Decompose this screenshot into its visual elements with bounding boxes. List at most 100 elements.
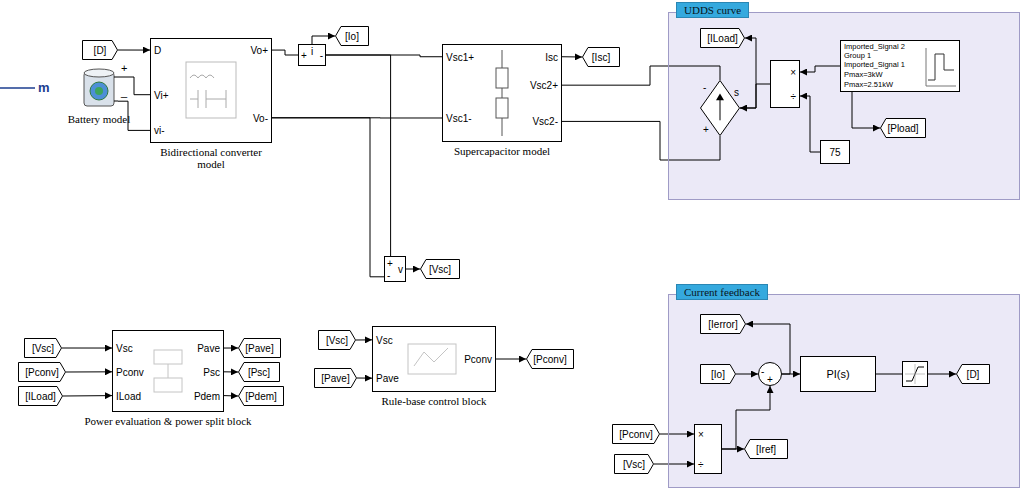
block-outline: [239, 363, 280, 382]
block-outline: [745, 440, 788, 459]
block-outline: [239, 339, 281, 358]
signal-line: [406, 269, 420, 270]
signal-line: [562, 56, 582, 57]
panel-title: Current feedback: [676, 284, 768, 300]
constant-block: 75: [820, 140, 850, 164]
signal-line: [326, 55, 391, 256]
block-outline: [25, 339, 62, 358]
from-tag: [Io]: [700, 364, 736, 384]
signal-line: [63, 395, 112, 396]
block-outline: [336, 27, 369, 46]
tag-text: [Pconv]: [533, 354, 566, 365]
capacitor-symbol: [496, 98, 508, 118]
converter-icon: [190, 75, 226, 108]
subsystem-block: VscPconvILoadPavePscPdemPower evaluation…: [112, 330, 224, 412]
port-label: Vo+: [250, 45, 268, 56]
from-tag: [Pave]: [314, 368, 357, 388]
port-label: i: [311, 46, 313, 57]
signal-line: [66, 371, 112, 372]
block-outline: [841, 41, 960, 92]
tag-text: [Pconv]: [25, 367, 58, 378]
signal-waveform: [928, 54, 954, 80]
port-label: _: [121, 86, 127, 98]
signal-line: [224, 371, 238, 372]
signal-line: [224, 395, 238, 396]
goto-tag: [Isc]: [582, 47, 620, 67]
signal-line: [740, 38, 756, 108]
block-text: PI(s): [826, 368, 849, 380]
block-outline: [669, 295, 1020, 488]
port-label: Vo-: [253, 113, 268, 124]
port-label: s: [734, 87, 739, 98]
block-outline: [421, 260, 460, 279]
block-outline: [239, 387, 284, 406]
tag-text: [ILoad]: [25, 391, 56, 402]
port-label: +: [703, 124, 709, 135]
goto-tag: [Pave]: [238, 338, 281, 358]
port-label: Pdem: [194, 391, 220, 402]
port-label: +: [387, 258, 393, 269]
signal-builder: Imported_Signal 2Group 1Imported_Signal …: [840, 40, 960, 92]
sum-block: -+: [758, 362, 782, 386]
block-outline: [701, 365, 736, 384]
signal-line: [272, 50, 298, 55]
goto-tag: [Pconv]: [526, 349, 574, 369]
source-arrow: [720, 99, 721, 120]
product-block: ×÷: [770, 60, 800, 108]
goto-tag: [Iref]: [744, 439, 788, 459]
port-label: Vsc2+: [530, 80, 558, 91]
tag-text: [Vsc]: [32, 343, 54, 354]
port-label: vi-: [154, 125, 165, 136]
block-outline: [613, 425, 660, 444]
block-outline: [701, 29, 745, 48]
signal-line: [62, 348, 112, 349]
pi-controller: PI(s): [800, 356, 876, 392]
goto-tag: [Psc]: [238, 362, 280, 382]
block-outline: [299, 45, 326, 66]
source-arrow: [716, 93, 724, 100]
battery-symbol: [90, 82, 108, 100]
resistor-symbol: [496, 68, 508, 88]
product-block: ×÷: [694, 424, 722, 474]
signal-line: [736, 374, 758, 375]
port-label: Imported_Signal 1: [844, 61, 905, 69]
port-label: Pconv: [116, 367, 144, 378]
tag-text: [Vsc]: [429, 264, 451, 275]
tag-text: [Ierror]: [708, 319, 737, 330]
port-label: Pave: [376, 373, 399, 384]
block-outline: [695, 425, 722, 474]
block-shape: [80, 66, 118, 110]
port-label: Vsc2-: [532, 116, 558, 127]
block-outline: [821, 141, 850, 164]
block-outline: [801, 357, 876, 392]
battery-terminal: [114, 77, 118, 101]
port-label: Isc: [545, 52, 558, 63]
block-outline: [19, 387, 63, 406]
port-label: Pave: [197, 343, 220, 354]
panel-ground: [668, 12, 1020, 200]
signal-line: [357, 378, 372, 379]
port-label: Imported_Signal 2: [844, 43, 905, 51]
tag-text: [Psc]: [248, 367, 270, 378]
supercap-icon: [502, 50, 503, 136]
block-outline: [669, 13, 1020, 200]
subsystem-icon: [414, 348, 448, 366]
port-label: Group 1: [844, 52, 871, 60]
tag-text: [D]: [94, 45, 107, 56]
block-outline: [319, 331, 356, 350]
subsystem-icon: [168, 364, 169, 378]
tag-text: [Pconv]: [619, 429, 652, 440]
block-outline: [615, 455, 654, 474]
signal-line: [224, 348, 238, 349]
block-caption: Bidirectional converter model: [146, 146, 276, 170]
block-outline: [113, 331, 224, 412]
panel-ground: [668, 294, 1020, 488]
block-outline: [701, 81, 740, 136]
tag-text: [Pave]: [245, 343, 273, 354]
tag-text: [Vsc]: [623, 459, 645, 470]
port-label: ×: [790, 67, 796, 78]
goto-tag: [Pdem]: [238, 386, 284, 406]
block-outline: [151, 39, 272, 143]
goto-tag: [Pload]: [880, 118, 926, 138]
